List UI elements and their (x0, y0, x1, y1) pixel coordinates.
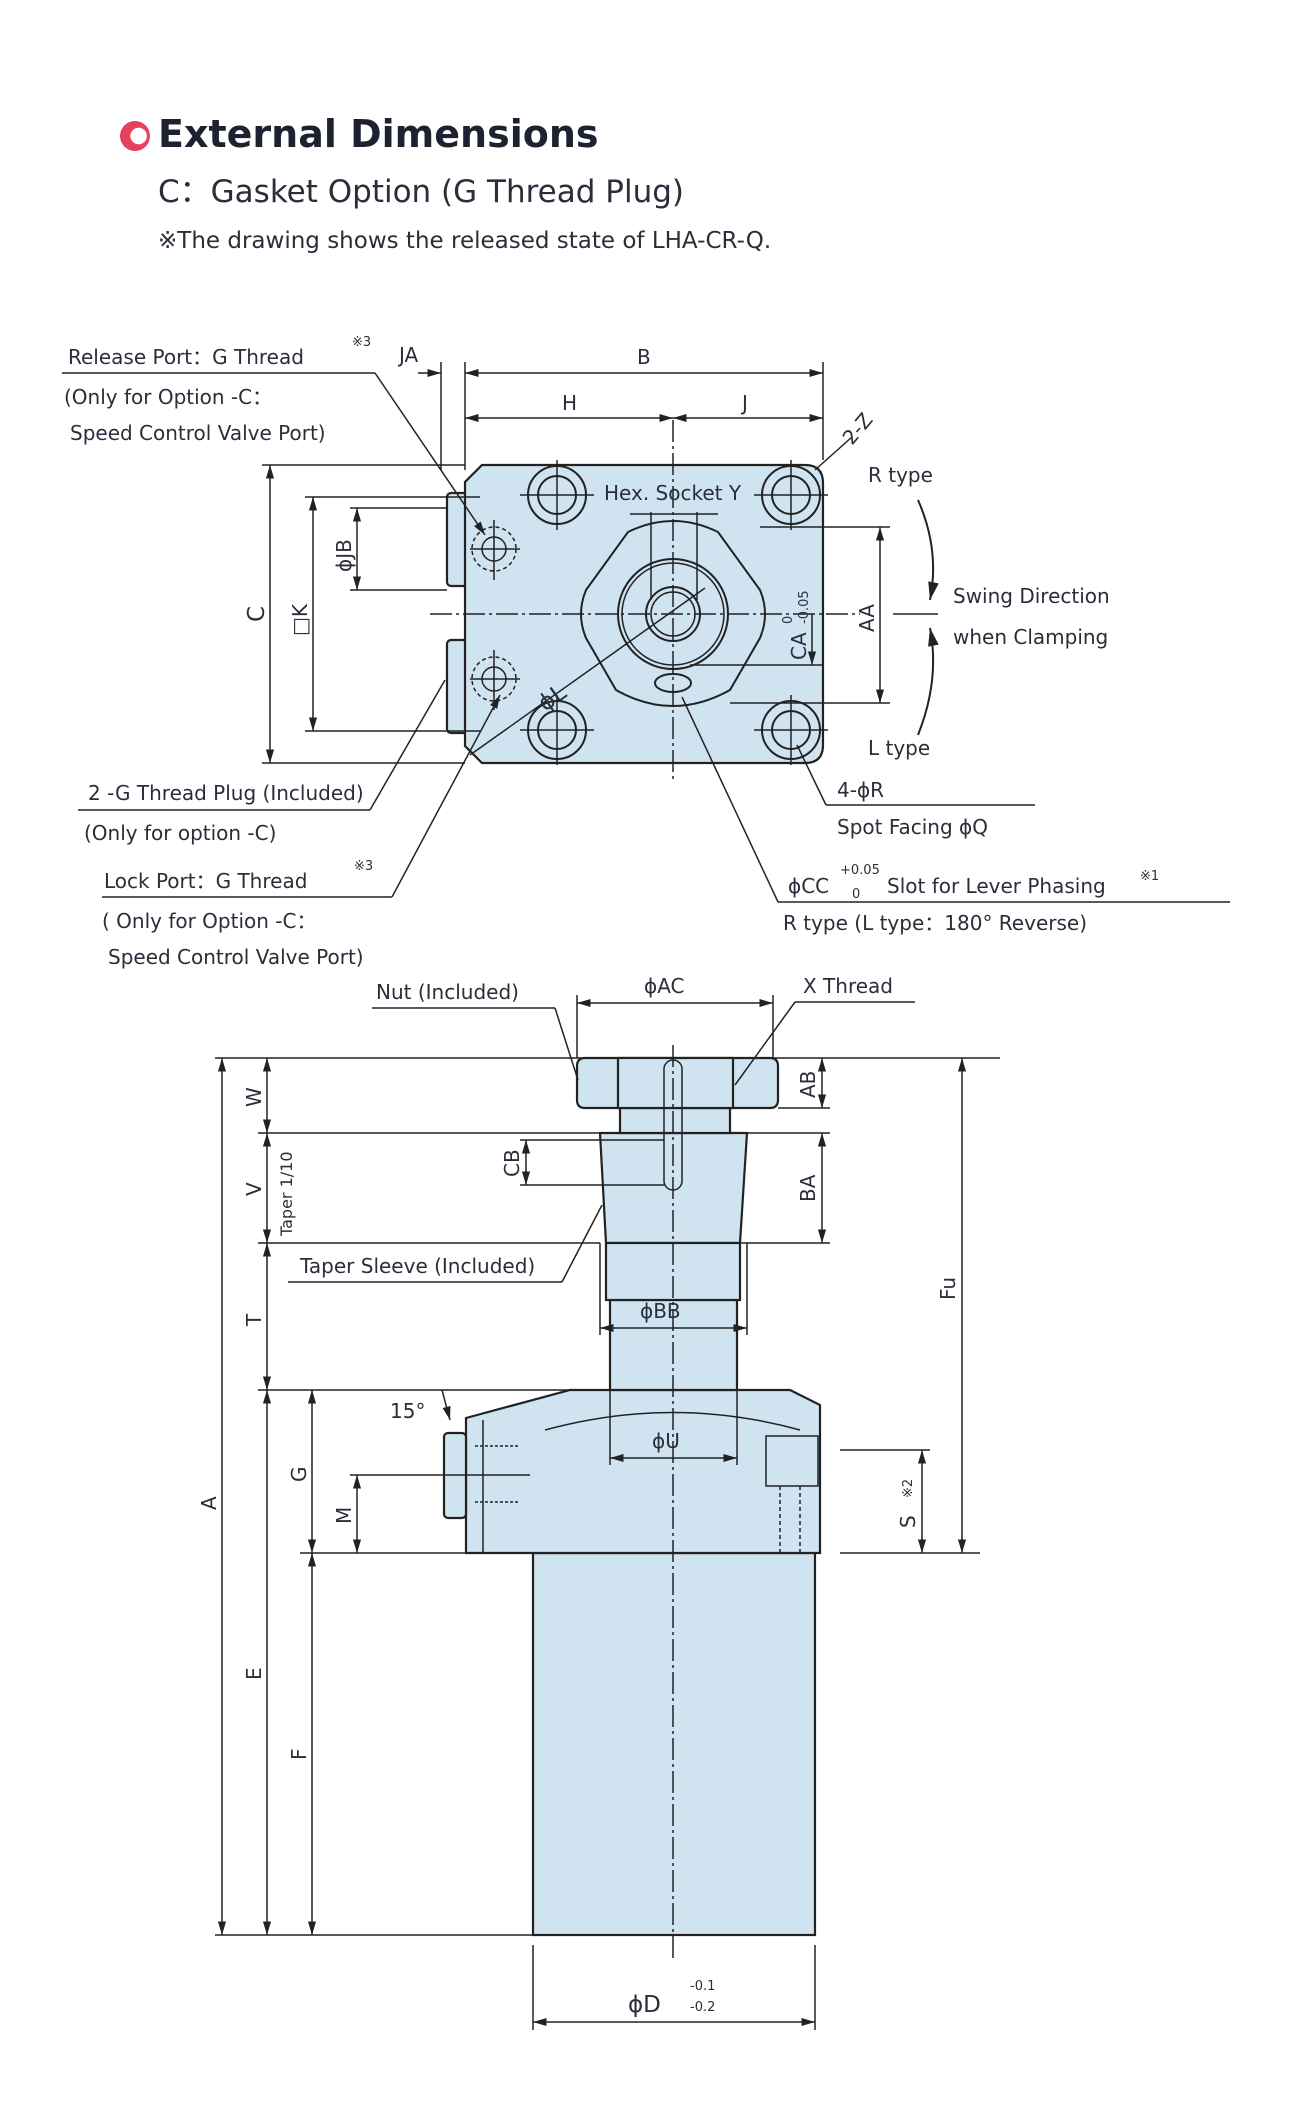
hex-socket (645, 586, 701, 642)
thread-plug-line2: (Only for option -C) (84, 821, 276, 845)
lock-port-circle (470, 650, 520, 710)
nut-label: Nut (Included) (376, 980, 519, 1004)
dim-U-label: ϕU (652, 1429, 680, 1453)
section-bullet-icon (120, 121, 150, 151)
slot-label-suffix: Slot for Lever Phasing (887, 874, 1106, 898)
phasing-slot (654, 673, 692, 693)
dim-L-line (469, 587, 706, 756)
slot-tol-upper: +0.05 (840, 863, 880, 878)
dim-S-note: ※2 (901, 1479, 916, 1498)
dim-JA-label: JA (397, 343, 419, 367)
dim-JB-label: ϕJB (332, 539, 356, 572)
dim-CA-tol-lower: -0.05 (797, 590, 812, 624)
dim-BB-label: ϕBB (640, 1299, 681, 1323)
swing-direction-label-1: Swing Direction (953, 584, 1110, 608)
dim-V-label: V (242, 1182, 266, 1196)
dim-CA-tol-upper: 0 (781, 616, 796, 624)
dim-CA-label: CA (787, 632, 811, 660)
dim-F-label: F (287, 1748, 311, 1760)
dim-G-label: G (287, 1467, 311, 1483)
dim-AB-label: AB (796, 1071, 820, 1098)
dim-AC-label: ϕAC (644, 974, 685, 998)
dim-C-label: C (244, 606, 270, 622)
x-thread-label: X Thread (803, 974, 893, 998)
slot-line2: R type (L type：180° Reverse) (783, 911, 1087, 935)
r-type-arrow (917, 499, 939, 601)
top-view: ϕL Hex. Socket Y B JA H J 2-Z C □K ϕJB (62, 335, 1230, 969)
dim-J-label: J (740, 391, 748, 415)
lock-port-note: ※3 (354, 859, 373, 874)
release-port-note: ※3 (352, 335, 371, 350)
dim-K-label: □K (288, 603, 312, 636)
page-subtitle: C：Gasket Option (G Thread Plug) (158, 174, 685, 210)
dim-D-tol-upper: -0.1 (690, 1979, 715, 1994)
dim-Fu-label: Fu (936, 1277, 960, 1300)
dim-B-label: B (637, 345, 651, 369)
rod-thread (616, 1056, 735, 1110)
dim-H-label: H (562, 391, 577, 415)
bolt-hole (754, 695, 828, 765)
drawing-note: ※The drawing shows the released state of… (158, 228, 772, 254)
swing-direction-label-2: when Clamping (953, 625, 1108, 649)
dim-D-tol-lower: -0.2 (690, 2000, 715, 2015)
dim-S-label: S (896, 1515, 920, 1528)
lock-port-line3: Speed Control Valve Port) (108, 945, 364, 969)
taper-label: Taper 1/10 (277, 1151, 296, 1237)
thread-plug-label: 2 -G Thread Plug (Included) (88, 781, 364, 805)
rod-outer-ring (617, 558, 729, 670)
dim-AA-label: AA (855, 604, 879, 632)
hex-flange (580, 520, 766, 707)
dim-T-label: T (242, 1313, 266, 1327)
page-title: External Dimensions (158, 112, 599, 156)
bolt-hole (754, 460, 828, 530)
dim-D-label: ϕD (628, 1992, 661, 2018)
lock-port-label: Lock Port：G Thread (104, 869, 307, 893)
release-port-circle (470, 520, 520, 580)
r-type-label: R type (868, 463, 933, 487)
dim-2Z-label: 2-Z (837, 408, 877, 449)
dim-BA-label: BA (796, 1174, 820, 1202)
clamp-head (464, 1388, 822, 1555)
side-view: A W V Taper 1/10 T E G F M 15° CB ϕAC (197, 974, 1000, 2030)
l-type-label: L type (868, 736, 930, 760)
spot-facing-label: 4-ϕR (837, 778, 884, 802)
hex-socket-inner (650, 591, 696, 637)
dim-M-label: M (332, 1507, 356, 1524)
bolt-hole (520, 460, 594, 530)
release-port-line3: Speed Control Valve Port) (70, 421, 326, 445)
taper-sleeve-label: Taper Sleeve (Included) (299, 1254, 535, 1278)
release-port-line2: (Only for Option -C： (64, 385, 272, 409)
dim-CB-label: CB (500, 1149, 524, 1177)
rod-thread-ring (621, 562, 725, 666)
bolt-hole (520, 695, 594, 765)
dim-W-label: W (242, 1087, 266, 1107)
angle-label: 15° (390, 1399, 425, 1423)
slot-tol-lower: 0 (852, 887, 860, 902)
cylinder-body (531, 1551, 817, 1937)
lock-port-line2: ( Only for Option -C： (102, 909, 316, 933)
spot-facing-line2: Spot Facing ϕQ (837, 815, 988, 839)
dim-E-label: E (242, 1667, 266, 1680)
release-port-label: Release Port：G Thread (68, 345, 304, 369)
hex-socket-label: Hex. Socket Y (604, 481, 742, 505)
dim-A-label: A (197, 1496, 221, 1510)
slot-note: ※1 (1140, 869, 1159, 884)
l-type-arrow (917, 627, 939, 736)
slot-label-prefix: ϕCC (788, 874, 829, 898)
